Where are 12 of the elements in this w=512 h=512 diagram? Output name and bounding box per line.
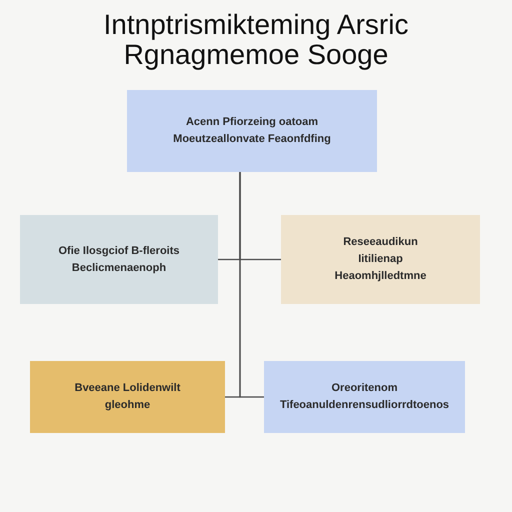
process-box bbox=[264, 361, 465, 433]
process-box bbox=[20, 215, 218, 304]
box-text: Ofie Ilosgciof B-fleroits Beclicmenaenoph bbox=[57, 244, 180, 276]
process-box bbox=[30, 361, 225, 433]
box-text: Bveeane Lolidenwilt gleohme bbox=[74, 381, 182, 413]
box-text: Reseeaudikun Iitilienap Heaomhjlledtmne bbox=[334, 235, 428, 284]
connector-line bbox=[239, 172, 264, 398]
diagram-title: Intnptrismikteming Arsric Rgnagmemoe Sooge bbox=[102, 10, 410, 70]
process-box bbox=[281, 215, 480, 304]
process-box bbox=[127, 90, 377, 172]
box-text: Acenn Pfiorzeing oatoam Moeutzeallonvate Feaonfdfing bbox=[172, 115, 332, 147]
box-text: Oreoritenom Tifeoanuldenrensudliorrdtoenos bbox=[278, 381, 450, 413]
